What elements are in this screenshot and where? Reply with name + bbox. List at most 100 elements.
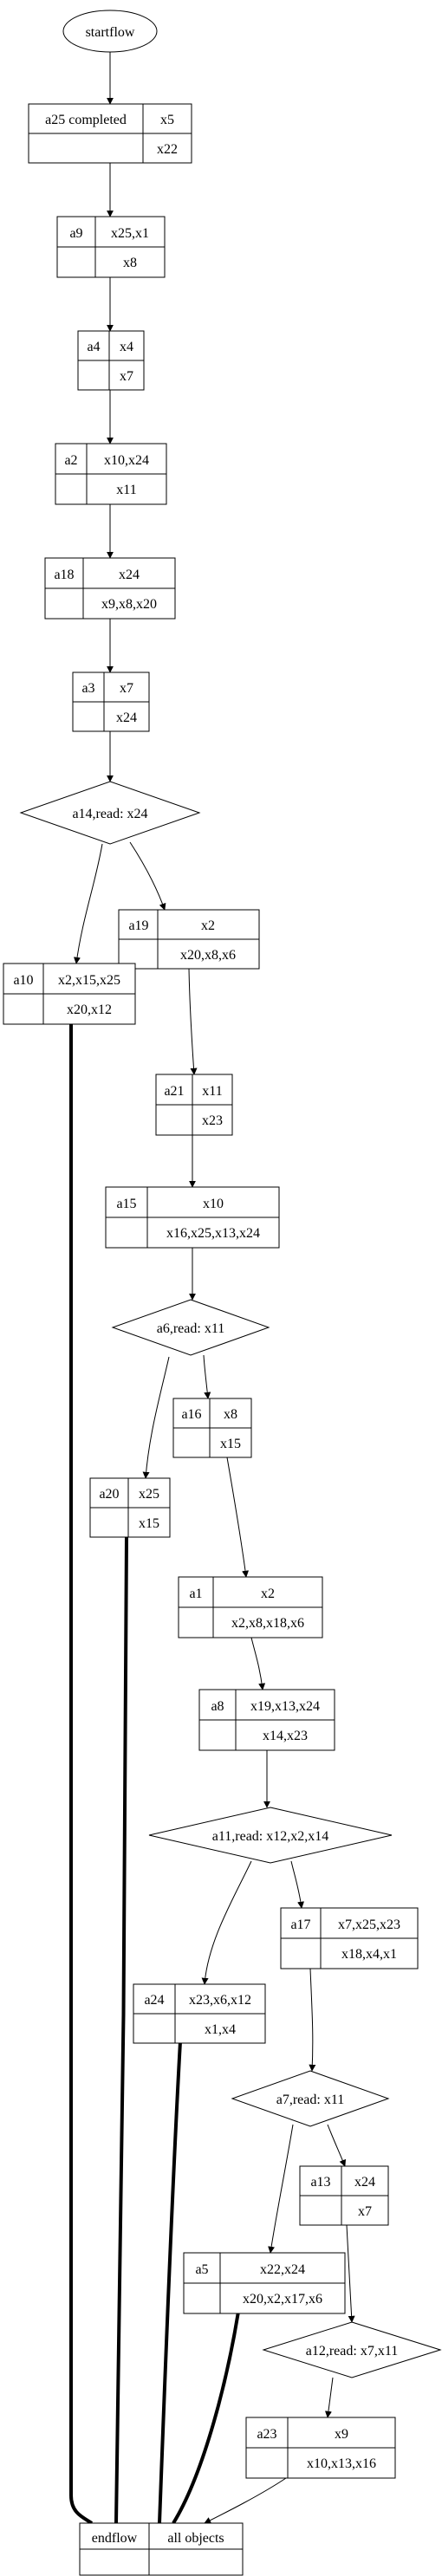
record-a20: a20 x25 x15 (89, 1477, 171, 1538)
record-id: a19 (128, 918, 148, 933)
edges (68, 52, 355, 2525)
record-id: a15 (116, 1197, 136, 1211)
record-top: x23,x6,x12 (189, 1993, 251, 2008)
decision-a14: a14,read: x24 (19, 781, 201, 845)
edge-a6-a16 (203, 1354, 211, 1399)
record-a8: a8 x19,x13,x24 x14,x23 (198, 1689, 335, 1751)
edge-a23-end (204, 2477, 287, 2524)
record-top: x7,x25,x23 (338, 1917, 400, 1932)
edge-a13-a12 (346, 2224, 355, 2323)
record-id: a23 (257, 2427, 276, 2442)
start-node: startflow (62, 10, 158, 53)
edge-a5-end (172, 2311, 240, 2525)
record-a1: a1 x2 x2,x8,x18,x6 (178, 1576, 323, 1638)
edge-a7-a5 (268, 2124, 294, 2254)
record-id: a25 completed (45, 113, 127, 127)
record-a21: a21 x11 x23 (155, 1074, 233, 1136)
edge-a11-a24 (201, 1860, 252, 1985)
edge-a14-a19 (129, 841, 166, 911)
edge-a11-a17 (290, 1860, 304, 1909)
record-id: a9 (69, 226, 82, 241)
record-a17: a17 x7,x25,x23 x18,x4,x1 (280, 1907, 419, 1969)
decision-label: a7,read: x11 (276, 2093, 344, 2107)
record-a9: a9 x25,x1 x8 (56, 216, 166, 278)
record-bottom: x24 (116, 711, 137, 725)
decision-label: a6,read: x11 (157, 1321, 224, 1336)
record-top: x2 (261, 1586, 275, 1601)
record-a4: a4 x4 x7 (77, 330, 145, 391)
record-a2: a2 x10,x24 x11 (55, 443, 167, 505)
record-bottom: x20,x12 (67, 1002, 112, 1017)
record-top: x10 (203, 1197, 224, 1211)
record-id: a10 (13, 973, 33, 988)
record-bottom: x2,x8,x18,x6 (231, 1616, 304, 1631)
record-top: x8 (224, 1407, 237, 1422)
record-a23: a23 x9 x10,x13,x16 (245, 2417, 396, 2479)
record-id: a5 (195, 2262, 208, 2277)
record-id: a16 (181, 1407, 201, 1422)
record-top: x25,x1 (111, 226, 149, 241)
decision-a7: a7,read: x11 (231, 2070, 390, 2127)
end-node: endflow all objects (79, 2522, 244, 2576)
record-id: a13 (310, 2175, 330, 2190)
record-top: x24 (354, 2175, 375, 2190)
record-bottom: x11 (116, 483, 136, 497)
record-bottom: x18,x4,x1 (341, 1947, 397, 1962)
record-a10: a10 x2,x15,x25 x20,x12 (3, 963, 136, 1025)
record-top: x7 (120, 681, 133, 696)
record-a15: a15 x10 x16,x25,x13,x24 (105, 1186, 280, 1249)
record-a19: a19 x2 x20,x8,x6 (118, 909, 260, 970)
record-bottom: x14,x23 (263, 1729, 308, 1743)
edge-a7-a13 (327, 2124, 347, 2167)
decision-label: a14,read: x24 (72, 807, 147, 821)
record-id: a18 (54, 568, 74, 582)
record-id: a21 (164, 1084, 184, 1099)
record-bottom: x20,x2,x17,x6 (243, 2292, 322, 2307)
decision-a6: a6,read: x11 (111, 1299, 270, 1356)
edge-a20-end (114, 1536, 128, 2524)
record-id: a24 (144, 1993, 164, 2008)
record-id: a20 (99, 1487, 119, 1502)
record-top: x9 (335, 2427, 348, 2442)
record-a25: a25 completed x5 x22 (28, 103, 192, 164)
record-top: x5 (160, 113, 174, 127)
end-label: endflow (92, 2531, 138, 2546)
record-bottom: x20,x8,x6 (180, 948, 236, 963)
edge-a19-a21 (188, 968, 198, 1075)
record-a5: a5 x22,x24 x20,x2,x17,x6 (183, 2252, 346, 2314)
record-bottom: x15 (139, 1516, 159, 1531)
record-id: a4 (87, 340, 100, 354)
record-a24: a24 x23,x6,x12 x1,x4 (133, 1983, 266, 2044)
record-id: a8 (211, 1699, 224, 1714)
edge-a6-a20 (142, 1356, 170, 1479)
record-top: x25 (139, 1487, 159, 1502)
record-id: a1 (189, 1586, 202, 1601)
record-top: x24 (119, 568, 140, 582)
decision-label: a12,read: x7,x11 (306, 2344, 398, 2359)
record-bottom: x10,x13,x16 (307, 2456, 376, 2471)
record-a18: a18 x24 x9,x8,x20 (44, 557, 176, 620)
record-top: x2 (201, 918, 215, 933)
edge-a10-end (68, 1024, 94, 2525)
record-bottom: x7 (358, 2204, 372, 2219)
edge-a17-a7 (309, 1968, 316, 2072)
end-objects-label: all objects (167, 2531, 224, 2546)
record-id: a17 (290, 1917, 310, 1932)
edge-a1-a8 (250, 1637, 266, 1690)
record-id: a2 (64, 453, 77, 468)
record-bottom: x8 (123, 256, 137, 270)
edge-a24-end (158, 2041, 182, 2524)
record-bottom: x1,x4 (205, 2022, 236, 2037)
edge-a14-a10 (73, 843, 103, 964)
record-bottom: x15 (220, 1437, 241, 1451)
decision-a11: a11,read: x12,x2,x14 (148, 1807, 393, 1864)
record-a13: a13 x24 x7 (299, 2165, 389, 2226)
record-top: x22,x24 (260, 2262, 305, 2277)
record-bottom: x7 (120, 369, 133, 384)
record-top: x19,x13,x24 (250, 1699, 320, 1714)
start-label: startflow (86, 25, 135, 40)
record-top: x2,x15,x25 (58, 973, 120, 988)
edge-a16-a1 (226, 1457, 250, 1578)
edge-a12-a23 (324, 2377, 334, 2418)
